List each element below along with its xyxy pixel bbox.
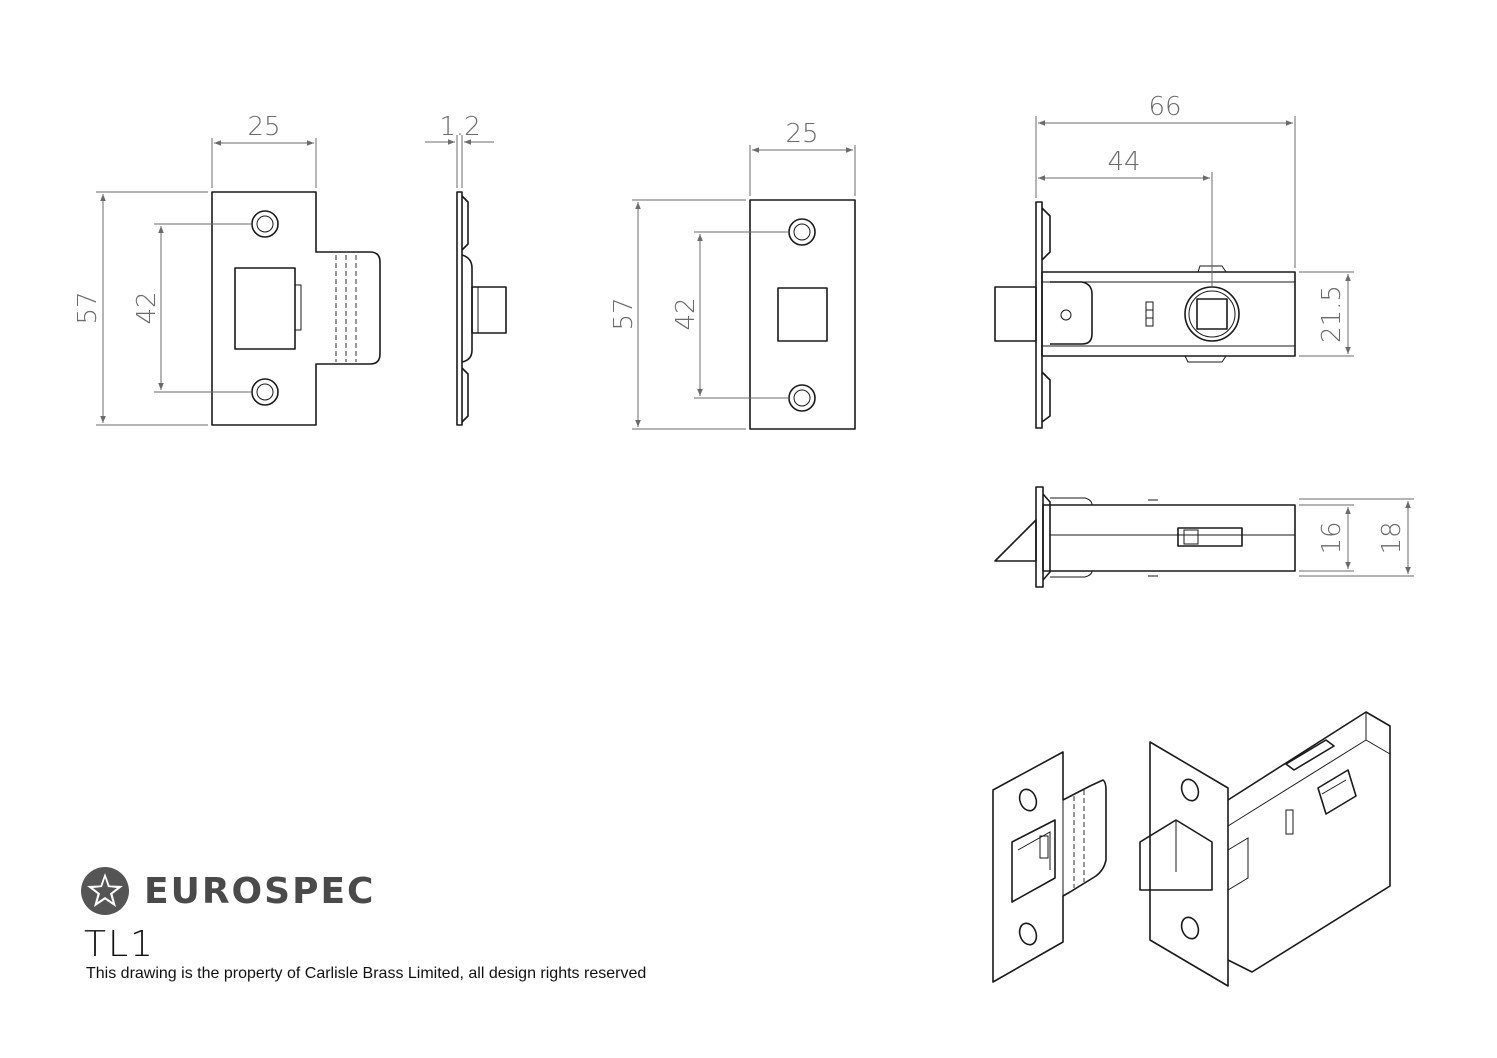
title-block-brand: EUROSPEC xyxy=(80,866,375,916)
backset-label: 44 xyxy=(1107,147,1140,177)
latch-side-view xyxy=(994,116,1354,429)
brand-name: EUROSPEC xyxy=(144,870,376,912)
bolt-thickness-label: 18 xyxy=(1377,521,1407,554)
case-height-label: 21.5 xyxy=(1317,285,1347,343)
keep-hole-centres-label: 42 xyxy=(132,291,162,324)
dimension-labels: 25 57 42 1.2 25 57 42 66 44 21.5 16 18 xyxy=(73,92,1407,555)
latch-depth-label: 66 xyxy=(1148,92,1181,122)
copyright-notice: This drawing is the property of Carlisle… xyxy=(86,965,647,982)
latch-isometric-view xyxy=(1139,711,1391,987)
keep-thickness-label: 1.2 xyxy=(439,112,480,142)
model-code: TL1 xyxy=(84,924,155,965)
forend-front-view xyxy=(632,145,856,430)
star-in-circle-icon xyxy=(81,867,129,915)
forend-width-label: 25 xyxy=(785,119,818,149)
keep-front-view xyxy=(96,138,381,426)
keep-side-view xyxy=(425,135,507,426)
case-thickness-label: 16 xyxy=(1317,521,1347,554)
forend-height-label: 57 xyxy=(609,297,639,330)
forend-hole-centres-label: 42 xyxy=(671,297,701,330)
keep-height-label: 57 xyxy=(73,291,103,324)
latch-top-view xyxy=(994,486,1414,588)
keep-width-label: 25 xyxy=(247,112,280,142)
keep-isometric-view xyxy=(992,751,1107,983)
